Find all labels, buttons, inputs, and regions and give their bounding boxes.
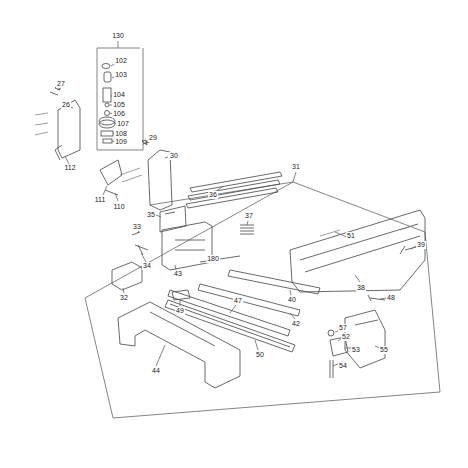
callout-number: 104 (112, 91, 126, 99)
callout-number: 38 (356, 284, 366, 292)
callout-number: 51 (346, 232, 356, 240)
callout-number: 42 (291, 320, 301, 328)
callout-number: 106 (112, 110, 126, 118)
callout-number: 105 (112, 101, 126, 109)
callout-number: 43 (173, 270, 183, 278)
callout-number: 111 (94, 196, 107, 204)
callout-number: 48 (386, 294, 396, 302)
callout-number: 27 (56, 80, 66, 88)
callout-number: 107 (116, 120, 130, 128)
callout-number: 35 (146, 211, 156, 219)
callout-number: 39 (416, 241, 426, 249)
callout-number: 44 (151, 367, 161, 375)
callout-number: 52 (341, 333, 351, 341)
callout-number: 55 (379, 346, 389, 354)
callout-number: 180 (206, 255, 220, 263)
callout-number: 30 (169, 152, 179, 160)
callout-number: 110 (112, 203, 125, 211)
callout-number: 40 (287, 296, 297, 304)
callout-number: 102 (114, 57, 128, 65)
callout-number: 57 (338, 324, 348, 332)
callout-number: 112 (63, 164, 76, 172)
callout-number: 29 (148, 134, 158, 142)
callout-number: 31 (291, 163, 301, 171)
callout-number: 130 (111, 32, 125, 40)
callout-number: 103 (114, 71, 128, 79)
callout-number: 108 (114, 130, 128, 138)
callout-number: 47 (233, 297, 243, 305)
callout-number: 49 (175, 307, 185, 315)
callout-number: 53 (351, 346, 361, 354)
callout-number: 26 (61, 101, 71, 109)
callout-number: 109 (114, 138, 128, 146)
callout-number: 50 (255, 351, 265, 359)
callout-number: 33 (132, 223, 142, 231)
callout-number: 54 (338, 362, 348, 370)
callout-number: 32 (119, 294, 129, 302)
callout-number: 36 (208, 191, 218, 199)
callout-number: 34 (142, 262, 152, 270)
callout-number: 37 (244, 212, 254, 220)
